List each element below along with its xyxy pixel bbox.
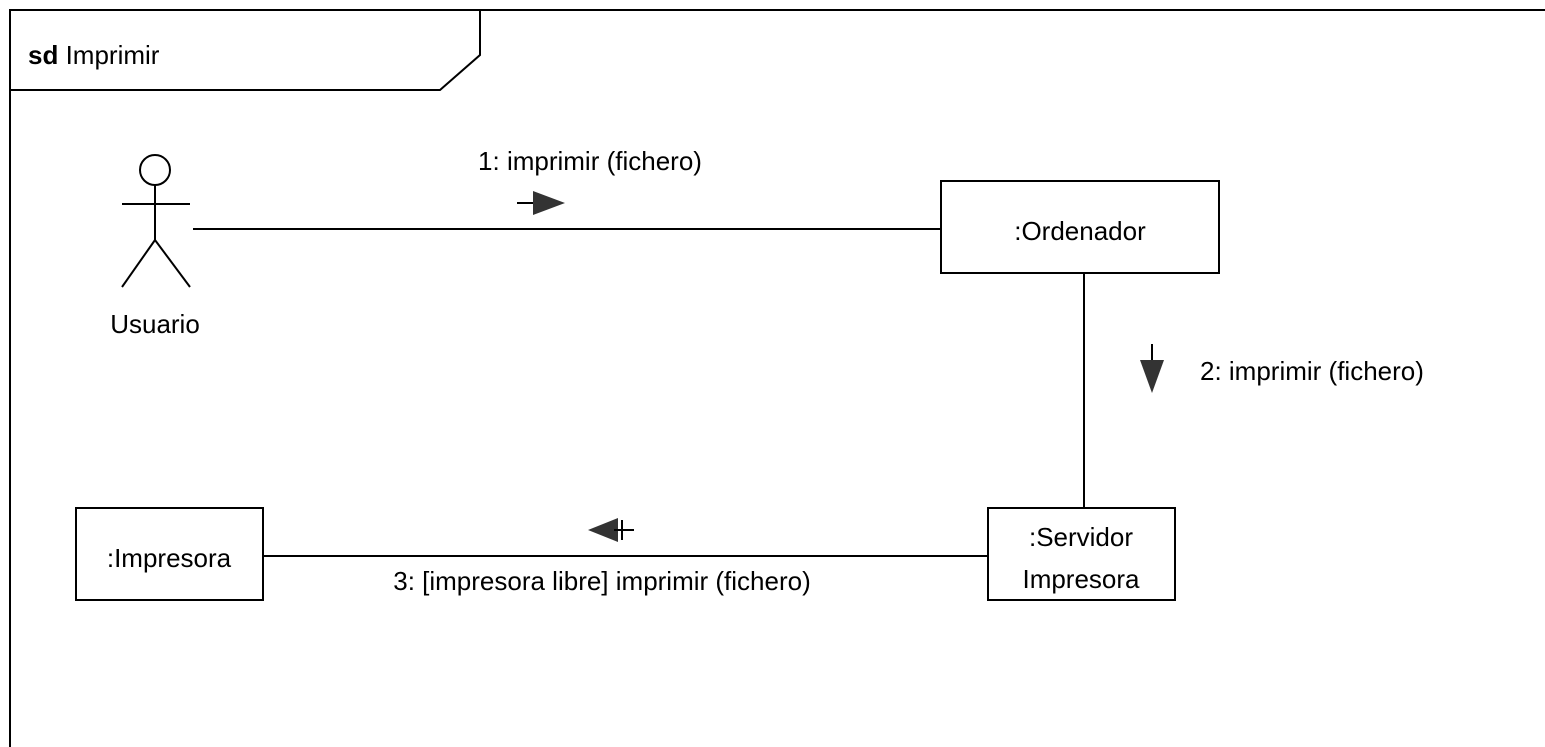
- frame-title: sd Imprimir: [28, 40, 160, 70]
- actor-right-leg: [154, 239, 191, 288]
- object-ordenador-label: :Ordenador: [1014, 216, 1146, 246]
- message-2-label: 2: imprimir (fichero): [1200, 356, 1424, 386]
- message-1-label: 1: imprimir (fichero): [478, 146, 702, 176]
- frame-name-tab: [10, 10, 481, 91]
- frame-keyword: sd: [28, 40, 58, 70]
- actor-head: [139, 154, 171, 186]
- object-servidor-label-line1: :Servidor: [1029, 522, 1133, 552]
- object-impresora-label: :Impresora: [107, 543, 232, 573]
- object-servidor-impresora-box: [987, 507, 1176, 601]
- message-1[interactable]: 1: imprimir (fichero): [478, 146, 702, 215]
- frame-name-text: Imprimir: [66, 40, 160, 70]
- object-servidor-label-line2: Impresora: [1022, 564, 1140, 594]
- object-servidor-impresora[interactable]: :Servidor Impresora: [987, 507, 1176, 601]
- message-2-arrow-down-icon: [1140, 360, 1164, 393]
- message-3-arrow-left-icon: [588, 518, 618, 542]
- diagram-frame: sd Imprimir: [9, 9, 1545, 747]
- actor-name: Usuario: [110, 309, 200, 339]
- message-2[interactable]: 2: imprimir (fichero): [1140, 344, 1424, 393]
- actor-left-leg: [121, 239, 156, 288]
- actor-usuario[interactable]: Usuario: [110, 154, 200, 339]
- object-ordenador[interactable]: :Ordenador: [940, 180, 1220, 274]
- object-impresora[interactable]: :Impresora: [75, 507, 264, 601]
- message-3-label: 3: [impresora libre] imprimir (fichero): [393, 566, 811, 596]
- object-ordenador-box: [940, 180, 1220, 274]
- object-impresora-box: [75, 507, 264, 601]
- message-1-arrow-right-icon: [533, 191, 565, 215]
- message-3[interactable]: 3: [impresora libre] imprimir (fichero): [393, 518, 811, 596]
